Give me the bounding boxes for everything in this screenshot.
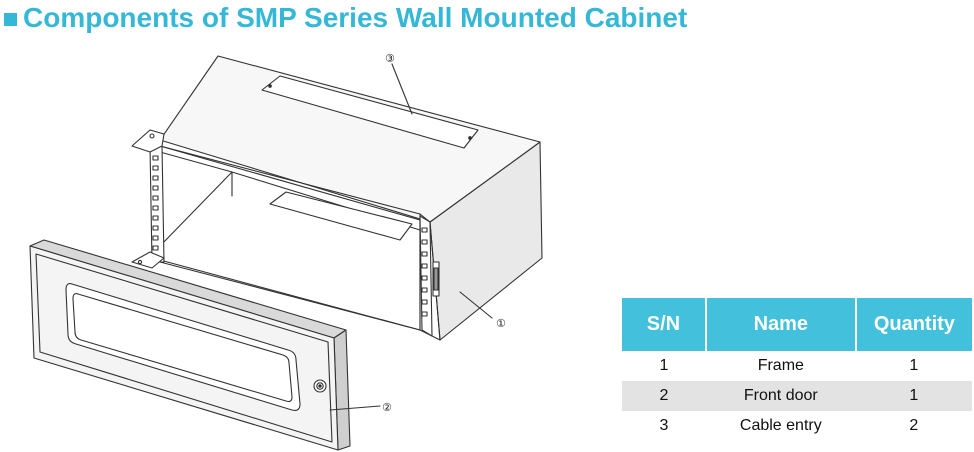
callout-1: ① — [496, 317, 506, 330]
cable-entry-plate — [261, 75, 479, 149]
table-row: 2 Front door 1 — [622, 381, 972, 411]
callout-2-leader — [329, 405, 381, 411]
table-row: 3 Cable entry 2 — [622, 411, 972, 441]
cell-sn: 1 — [659, 357, 669, 374]
callout-3-leader — [391, 63, 413, 115]
cell-name: Frame — [757, 357, 804, 374]
callout-2: ② — [382, 401, 392, 414]
cell-name: Cable entry — [739, 417, 822, 434]
title-block: Components of SMP Series Wall Mounted Ca… — [4, 1, 687, 35]
header-quantity: Quantity — [854, 298, 972, 351]
cell-sn: 2 — [622, 381, 706, 411]
components-table: S/N Name Quantity 1 Frame 1 2 Front door… — [622, 298, 972, 441]
header-name: Name — [704, 298, 856, 351]
door-window — [65, 283, 301, 411]
left-rail-holes — [152, 155, 159, 251]
header-sn: S/N — [622, 298, 706, 351]
cell-quantity: 1 — [909, 357, 919, 374]
page-title: Components of SMP Series Wall Mounted Ca… — [23, 2, 688, 33]
cell-name: Front door — [705, 381, 856, 411]
cell-sn: 3 — [659, 417, 669, 434]
right-rail-holes — [421, 227, 428, 317]
cable-entry-bottom — [269, 191, 413, 241]
callout-3: ③ — [385, 52, 395, 65]
top-mounting-bracket — [131, 129, 165, 153]
table-row: 1 Frame 1 — [622, 351, 972, 381]
cell-quantity: 2 — [909, 417, 919, 434]
table-header-row: S/N Name Quantity — [622, 298, 972, 351]
cell-quantity: 1 — [855, 381, 972, 411]
callout-1-leader — [459, 291, 493, 319]
left-rack-rail — [149, 145, 165, 263]
cabinet-top-panel — [159, 55, 541, 223]
title-bullet-icon — [4, 12, 17, 26]
